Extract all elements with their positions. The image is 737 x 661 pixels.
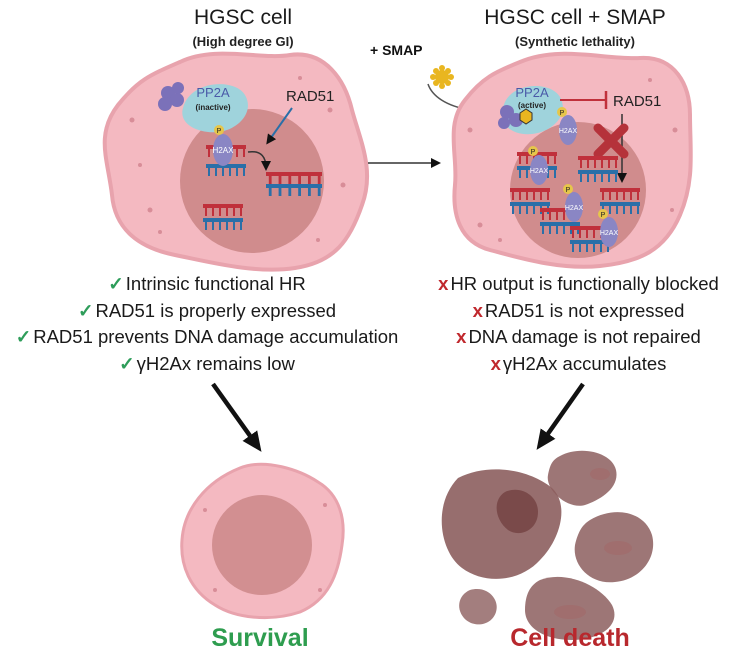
svg-text:P: P: [531, 149, 536, 156]
right-cytoplasm-dots: [467, 78, 678, 242]
smap-molecule-icon: [430, 65, 454, 89]
left-rad51-pointer: [266, 107, 293, 145]
cross-icon: x: [472, 299, 483, 321]
left-title: HGSC cell: [193, 6, 293, 29]
left-h2ax-badge: H2AX P: [213, 125, 235, 166]
right-pp2a-complex: PP2A (active): [498, 85, 563, 135]
left-cytoplasm-dots: [129, 76, 346, 242]
smap-label: + SMAP: [370, 42, 423, 58]
h2ax-badge: H2AX P: [557, 107, 577, 145]
bullet-item: ✓RAD51 prevents DNA damage accumulation: [0, 324, 414, 351]
bullet-text: γH2Ax accumulates: [502, 352, 667, 374]
svg-text:P: P: [560, 110, 565, 117]
left-subtitle: (High degree GI): [192, 34, 294, 49]
left-pp2a-label: PP2A: [196, 85, 230, 100]
surviving-cell-nucleus: [212, 495, 312, 595]
h2ax-badge: H2AX P: [528, 146, 548, 185]
bullet-item: ✓Intrinsic functional HR: [0, 271, 414, 298]
left-rad51-label: RAD51: [286, 88, 334, 105]
left-repair-arrow: [247, 150, 271, 171]
death-arrow: [536, 382, 585, 450]
left-bullet-list: ✓Intrinsic functional HR✓RAD51 is proper…: [0, 271, 414, 377]
bullet-text: γH2Ax remains low: [136, 352, 295, 374]
check-icon: ✓: [15, 326, 32, 347]
bullet-text: DNA damage is not repaired: [468, 326, 701, 347]
left-pp2a-state: (inactive): [195, 103, 230, 112]
check-icon: ✓: [119, 352, 135, 374]
survival-arrow: [211, 382, 262, 452]
cross-icon: x: [456, 326, 467, 347]
cross-icon: x: [490, 352, 501, 374]
smap-treatment: + SMAP: [370, 42, 473, 114]
right-cell: PP2A (active) RAD51: [451, 51, 693, 269]
bullet-text: RAD51 is properly expressed: [95, 299, 337, 321]
bullet-text: RAD51 is not expressed: [484, 299, 685, 321]
h2ax-badge: H2AX P: [563, 184, 583, 222]
svg-text:P: P: [566, 187, 571, 194]
bullet-text: HR output is functionally blocked: [450, 273, 719, 294]
right-pp2a-state: (active): [518, 101, 546, 110]
svg-text:H2AX: H2AX: [559, 128, 578, 135]
bullet-item: ✓γH2Ax remains low: [0, 351, 414, 378]
cross-icon: x: [438, 273, 449, 294]
bullet-text: RAD51 prevents DNA damage accumulation: [33, 326, 399, 347]
left-h2ax-label: H2AX: [213, 146, 235, 155]
inhibition-line: [560, 91, 608, 109]
right-h2ax-badges: H2AX P H2AX P H2AX P: [528, 107, 618, 247]
dead-cell-fragments: [441, 450, 654, 640]
left-cell: PP2A (inactive) RAD51 H2AX P: [102, 51, 370, 272]
survival-outcome: Survival: [211, 624, 309, 652]
left-pp2a-complex: PP2A (inactive): [158, 82, 248, 133]
right-rad51-label: RAD51: [613, 93, 661, 110]
blocked-cross-icon: [593, 123, 629, 159]
death-outcome: Cell death: [510, 624, 630, 652]
bullet-item: ✓RAD51 is properly expressed: [0, 298, 414, 325]
bullet-text: Intrinsic functional HR: [125, 273, 306, 294]
surviving-cell: [180, 462, 345, 620]
check-icon: ✓: [108, 273, 124, 294]
right-title: HGSC cell + SMAP: [484, 6, 666, 29]
right-subtitle: (Synthetic lethality): [515, 34, 635, 49]
svg-text:H2AX: H2AX: [565, 205, 584, 212]
check-icon: ✓: [77, 299, 94, 321]
h2ax-badge: H2AX P: [598, 209, 618, 247]
svg-text:H2AX: H2AX: [530, 168, 549, 175]
svg-text:P: P: [601, 212, 606, 219]
right-pp2a-label: PP2A: [515, 85, 549, 100]
left-phospho-label: P: [217, 128, 222, 135]
svg-text:H2AX: H2AX: [600, 230, 619, 237]
